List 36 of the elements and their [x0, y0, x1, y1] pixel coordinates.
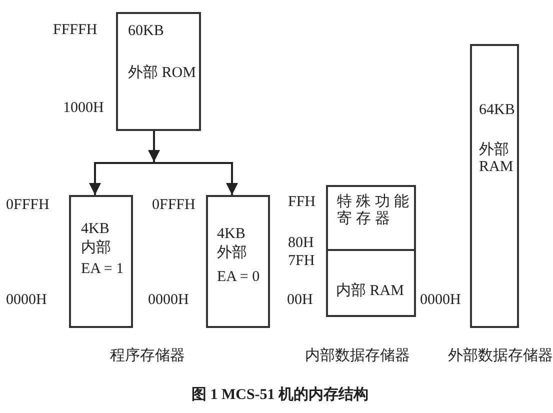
memory-block: [470, 44, 519, 328]
address-label: 1000H: [63, 100, 104, 117]
memory-label: 外部 ROM: [128, 65, 196, 82]
address-label: 0000H: [6, 292, 47, 309]
memory-label: 外部: [217, 245, 247, 262]
address-label: FFFFH: [53, 22, 98, 39]
memory-label: 60KB: [128, 23, 164, 40]
memory-label: EA = 1: [81, 261, 124, 278]
address-label: 00H: [287, 292, 313, 309]
address-label: 0FFFH: [152, 197, 196, 214]
address-label: 0FFFH: [6, 197, 50, 214]
figure-caption: 图 1 MCS-51 机的内存结构: [191, 386, 369, 404]
memory-block: [69, 195, 133, 328]
section-label: 内部数据存储器: [305, 348, 410, 365]
memory-block: [326, 249, 416, 317]
section-label: 外部数据存储器: [448, 348, 553, 365]
address-label: 0000H: [420, 292, 461, 309]
memory-block: [326, 185, 416, 251]
memory-block: [206, 195, 270, 328]
memory-label: 特殊功能寄存器: [337, 194, 413, 228]
address-label: 80H: [288, 235, 314, 252]
memory-label: 64KB: [479, 102, 515, 119]
address-label: 7FH: [288, 253, 315, 270]
address-label: FFH: [288, 194, 316, 211]
memory-block: [116, 12, 201, 131]
memory-label: 4KB: [217, 226, 246, 243]
memory-label: 4KB: [81, 221, 110, 238]
memory-label: 内部: [81, 240, 111, 257]
memory-label: 内部 RAM: [336, 283, 404, 300]
arrow: [148, 131, 160, 162]
address-label: 0000H: [148, 292, 189, 309]
memory-label: EA = 0: [217, 269, 260, 286]
memory-label: 外部 RAM: [479, 142, 514, 176]
arrow: [89, 162, 154, 195]
section-label: 程序存储器: [110, 348, 185, 365]
arrow: [154, 162, 238, 195]
